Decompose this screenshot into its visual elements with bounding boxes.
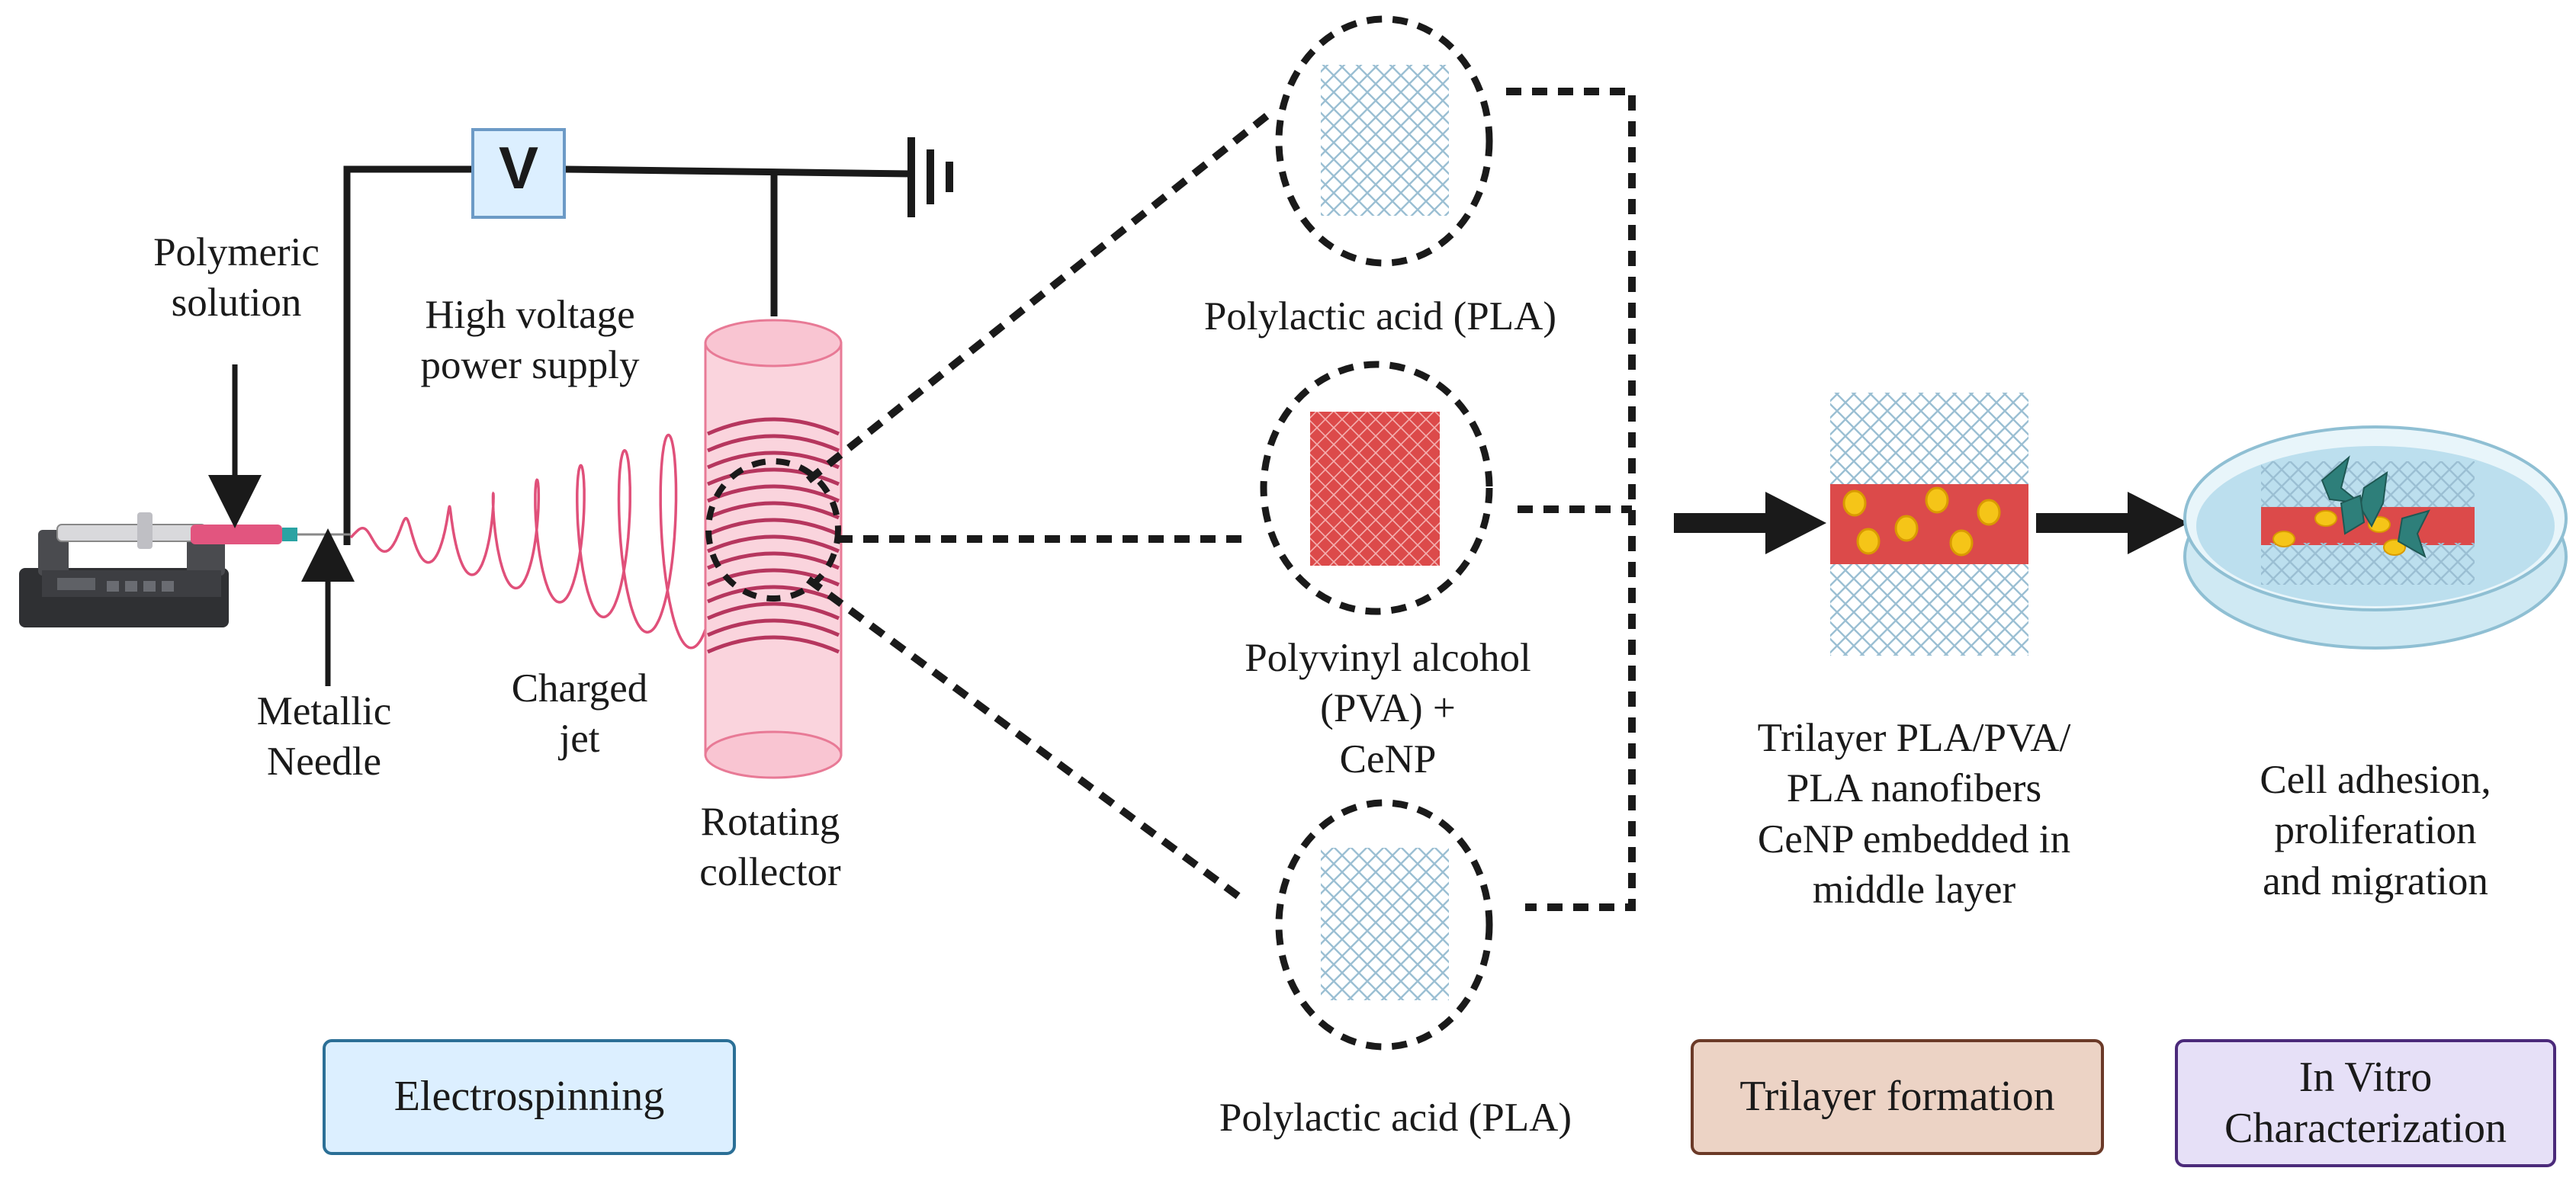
pla-bottom-label: Polylactic acid (PLA): [1219, 1096, 1572, 1140]
collector-fiber-band: [706, 467, 840, 486]
collector-fiber-band: [706, 618, 840, 637]
circuit-wires: [343, 165, 915, 545]
collector-fiber-band: [706, 602, 840, 621]
collector-fiber-band: [706, 635, 840, 654]
collector-fiber-band: [706, 484, 840, 503]
collector-fiber-band: [706, 417, 840, 436]
collector-fiber-band: [706, 551, 840, 570]
petri-dish-icon: [2183, 425, 2568, 650]
arrows-labels: [208, 364, 355, 686]
zoom-lines: [805, 107, 1277, 903]
collector-fiber-band: [706, 451, 840, 470]
syringe-pump-icon: [19, 512, 351, 627]
voltage-source: [471, 128, 566, 219]
pva-label: Polyvinyl alcohol(PVA) +CeNP: [1245, 636, 1531, 781]
merge-bracket: [1506, 88, 1636, 911]
collector-fiber-band: [706, 518, 840, 537]
collector-fiber-band: [706, 434, 840, 453]
pla-top-circle: [1275, 15, 1493, 267]
collector-fiber-band: [706, 534, 840, 553]
pla-top-label: Polylactic acid (PLA): [1203, 294, 1557, 339]
trilayer-icon: [1830, 393, 2028, 656]
trilayer-formation-stage-box: Trilayer formation: [1691, 1039, 2104, 1155]
pva-middle-circle: [1260, 361, 1493, 615]
process-arrows: [1674, 492, 2189, 554]
charged-jet: [349, 433, 722, 650]
voltage-symbol: V: [498, 134, 539, 201]
zoom-circle: [705, 458, 841, 602]
collector-fiber-band: [706, 568, 840, 587]
electrospinning-stage-box: Electrospinning: [323, 1039, 736, 1155]
rotating-collector-icon: [704, 319, 843, 779]
collector-fiber-band: [706, 585, 840, 604]
collector-fiber-band: [706, 501, 840, 520]
ground-icon: [907, 137, 953, 217]
pla-bottom-circle: [1275, 799, 1493, 1051]
